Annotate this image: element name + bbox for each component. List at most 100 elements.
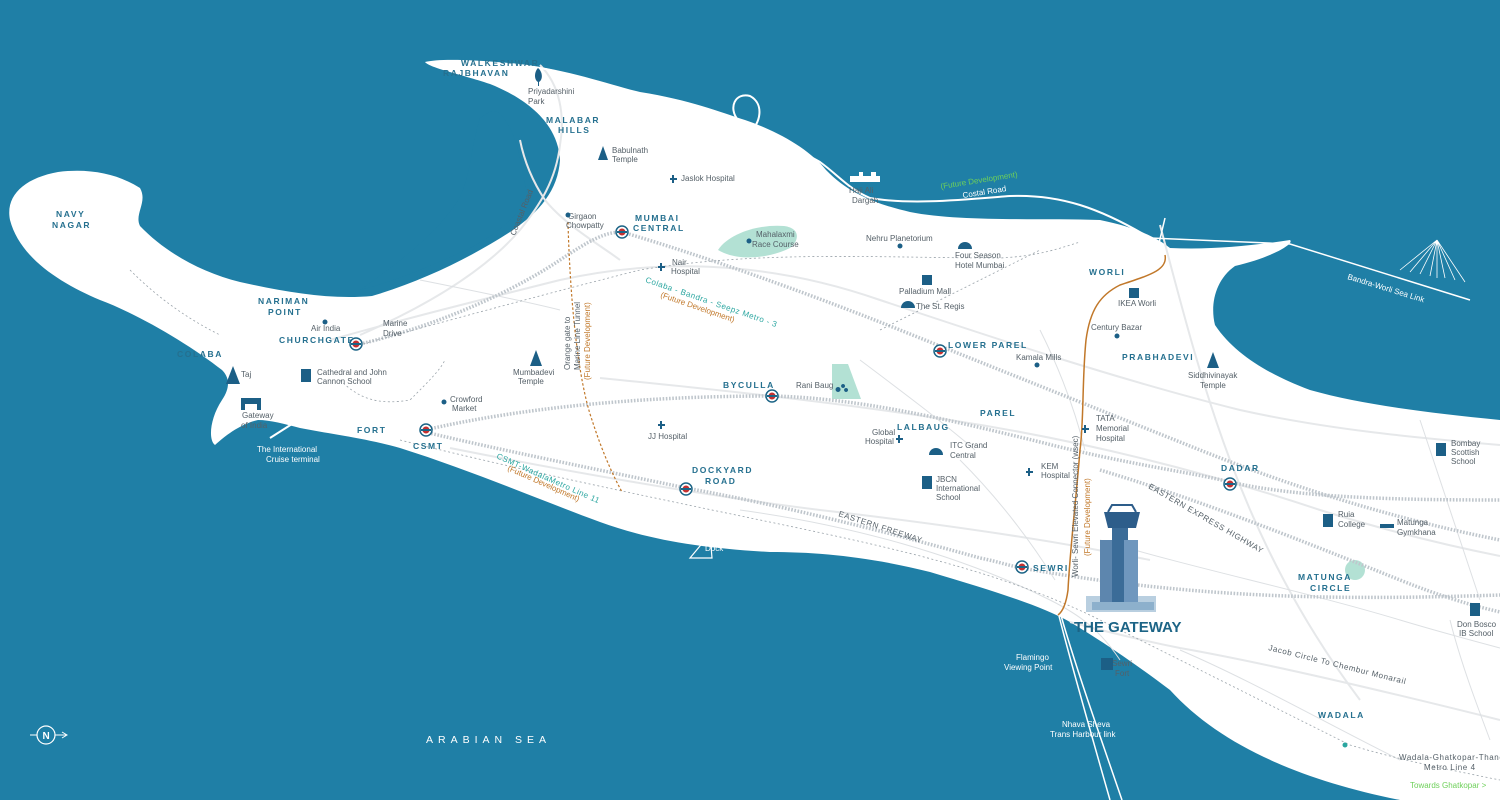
book-icon — [301, 369, 311, 382]
place-nehru: Nehru Planetorium — [866, 234, 933, 243]
location-dot — [565, 212, 571, 218]
area-lalbaug: LALBAUG — [897, 422, 950, 432]
area-navy-nagar: NAGAR — [52, 220, 91, 230]
sea-label: ARABIAN SEA — [426, 734, 551, 746]
place-matunga-gymkhana: Gymkhana — [1397, 528, 1436, 537]
place-sewri: Sewri — [1112, 659, 1132, 668]
hospital-icon — [1026, 468, 1033, 476]
book-icon — [1436, 443, 1446, 456]
sea-nhava: Nhava Sheva — [1062, 720, 1111, 729]
area-nariman-point: POINT — [268, 307, 302, 317]
place-palladium: Palladium Mall — [899, 287, 951, 296]
area-dadar: DADAR — [1221, 463, 1260, 473]
station-byculla — [765, 389, 779, 403]
back-bay — [360, 111, 528, 290]
area-byculla: BYCULLA — [723, 380, 775, 390]
wsec-future: (Future Development) — [1083, 478, 1092, 556]
place-cannon-school: Cannon School — [317, 377, 372, 386]
book-icon — [1470, 603, 1480, 616]
place-haji: Haji Ali — [849, 186, 874, 195]
location-dot — [1114, 333, 1120, 339]
place-tata-memorial: Memorial — [1096, 424, 1129, 433]
area-prabhadevi: PRABHADEVI — [1122, 352, 1194, 362]
hospital-icon — [1082, 425, 1089, 433]
place-kem: KEM — [1041, 462, 1059, 471]
book-icon — [1323, 514, 1333, 527]
wsec-label: Worli- Sewri Elevated Connector (wsec) — [1071, 435, 1080, 577]
place-century-bazar: Century Bazar — [1091, 323, 1142, 332]
area-csmt: CSMT — [413, 441, 443, 451]
haji-ali-icon — [850, 172, 880, 182]
area-dockyard: DOCKYARD — [692, 465, 753, 475]
place-jbcn-school: School — [936, 493, 961, 502]
location-dot — [441, 399, 447, 405]
place-mazgaon: Mazgaon — [705, 535, 738, 544]
dome-icon — [958, 242, 972, 249]
matunga-circle-park — [1345, 560, 1365, 580]
place-priyadarshini: Priyadarshini — [528, 87, 574, 96]
place-taj: Taj — [241, 370, 251, 379]
shopping-bag-icon — [1129, 288, 1139, 298]
area-mumbai-central: CENTRAL — [633, 223, 685, 233]
place-st-regis: The St. Regis — [916, 302, 964, 311]
hospital-icon — [658, 263, 665, 271]
area-matunga-circle: CIRCLE — [1310, 583, 1351, 593]
station-churchgate — [349, 337, 363, 351]
stations — [349, 225, 1237, 574]
location-dot — [897, 243, 903, 249]
place-crawford: Crowford — [450, 395, 482, 404]
place-ikea: IKEA Worli — [1118, 299, 1156, 308]
wadala-metro-line: Metro Line 4 — [1424, 763, 1476, 772]
place-nair: Nair — [672, 258, 687, 267]
orange-future-label: (Future Development) — [583, 302, 592, 380]
place-sewri-fort: Fort — [1115, 669, 1130, 678]
area-worli: WORLI — [1089, 267, 1125, 277]
orange-gate-label: Orange gate to — [563, 316, 572, 370]
place-kamala: Kamala Mills — [1016, 353, 1061, 362]
place-gateway-india: of India — [241, 421, 268, 430]
station-csmt — [419, 423, 433, 437]
dome-icon — [929, 448, 943, 455]
taj-icon — [226, 366, 240, 384]
area-fort: FORT — [357, 425, 387, 435]
place-hotel-mumbai: Hotel Mumbai — [955, 261, 1005, 270]
area-mumbai: MUMBAI — [635, 213, 680, 223]
area-rajbhavan: RAJBHAVAN — [443, 68, 510, 78]
place-bombay: Bombay — [1451, 439, 1480, 448]
place-bombay-scottish: Scottish — [1451, 448, 1479, 457]
place-girgaon-chowpatty: Chowpatty — [566, 221, 604, 230]
area-dockyard-road: ROAD — [705, 476, 736, 486]
location-dot — [322, 319, 328, 325]
place-don-bosco: Don Bosco — [1457, 620, 1497, 629]
compass[interactable]: N — [30, 725, 68, 745]
area-wadala: WADALA — [1318, 710, 1365, 720]
place-mazgaon-dock: Dock — [705, 544, 724, 553]
location-dot — [1342, 742, 1348, 748]
place-itc: ITC Grand — [950, 441, 987, 450]
station-dadar — [1223, 477, 1237, 491]
place-marine: Marine — [383, 319, 408, 328]
compass-north: N — [43, 731, 50, 742]
place-priyadarshini-park: Park — [528, 97, 545, 106]
place-babulnath: Babulnath — [612, 146, 648, 155]
wadala-metro-label: Wadala-Ghatkopar-Thane — [1399, 753, 1500, 762]
place-jj: JJ Hospital — [648, 432, 687, 441]
area-colaba: COLABA — [177, 349, 223, 359]
place-cathedral: Cathedral and John — [317, 368, 387, 377]
sea-cruise-terminal: Cruise terminal — [266, 455, 320, 464]
place-siddhivinayak: Siddhivinayak — [1188, 371, 1238, 380]
area-navy: NAVY — [56, 209, 85, 219]
place-gateway: Gateway — [242, 411, 274, 420]
place-four-season: Four Season — [955, 251, 1001, 260]
railway-lines — [359, 230, 1500, 614]
project-title: THE GATEWAY — [1074, 619, 1182, 636]
place-ruia-college: College — [1338, 520, 1366, 529]
hospital-icon — [670, 175, 677, 183]
station-mumbai-central — [615, 225, 629, 239]
land-mass — [9, 59, 1500, 800]
hospital-icon — [658, 421, 665, 429]
place-ruia: Ruia — [1338, 510, 1355, 519]
towards-ghatkopar: Towards Ghatkopar > — [1410, 781, 1487, 790]
area-walkeshwar: WALKESHWAR — [461, 58, 539, 68]
road-network — [269, 64, 1500, 800]
